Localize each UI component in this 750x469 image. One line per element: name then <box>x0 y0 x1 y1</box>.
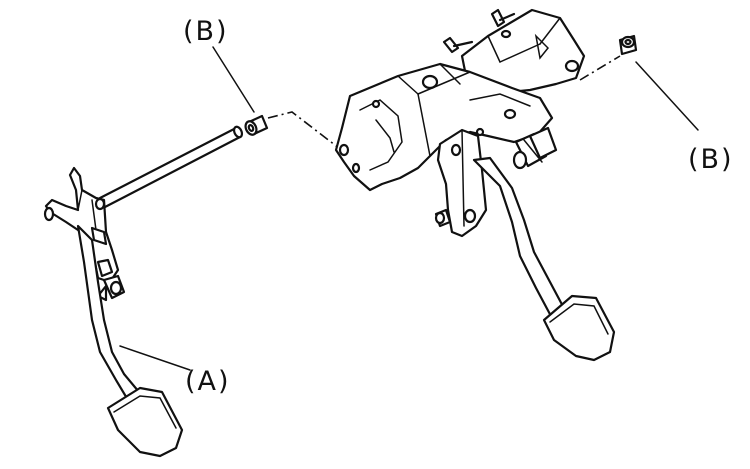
leader-lines <box>119 46 699 371</box>
pivot-shaft <box>98 125 244 209</box>
brake-pedal <box>434 128 616 362</box>
label-b-top: (B) <box>183 16 229 47</box>
bushing-right <box>618 34 638 56</box>
label-b-right: (B) <box>688 144 734 175</box>
clutch-pedal <box>43 166 184 458</box>
bushing-left <box>244 114 269 136</box>
pedal-bracket <box>334 8 586 192</box>
center-lines <box>267 55 621 153</box>
label-a: (A) <box>185 366 231 397</box>
